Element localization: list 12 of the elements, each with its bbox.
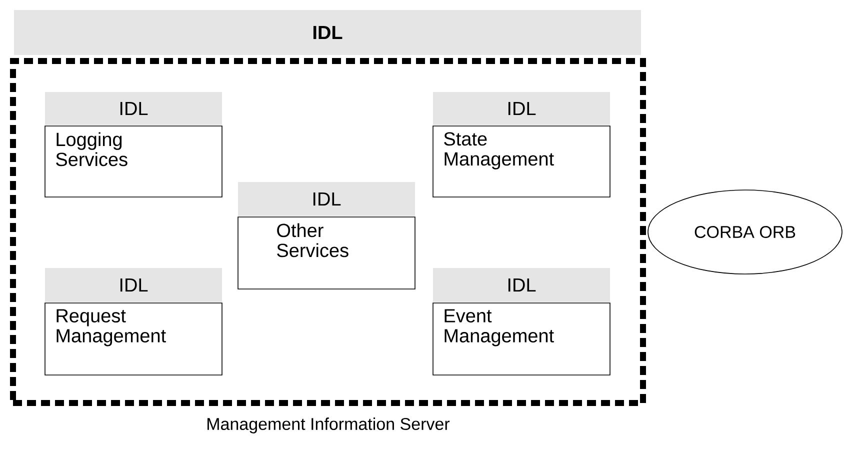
service-box: Other Services: [238, 216, 416, 290]
node-label: Management Information Server: [208, 418, 450, 434]
interface-band: IDL: [433, 268, 610, 302]
interface-band: IDL: [45, 92, 222, 125]
interface-band: IDL: [238, 182, 415, 216]
interface-band: IDL: [433, 92, 610, 125]
service-box: Event Management: [432, 302, 610, 376]
service-box: Logging Services: [44, 126, 222, 198]
service-box: State Management: [432, 126, 610, 198]
interface-band: IDL: [45, 268, 222, 302]
service-box: Request Management: [44, 302, 222, 376]
header-band: IDL: [14, 10, 641, 55]
